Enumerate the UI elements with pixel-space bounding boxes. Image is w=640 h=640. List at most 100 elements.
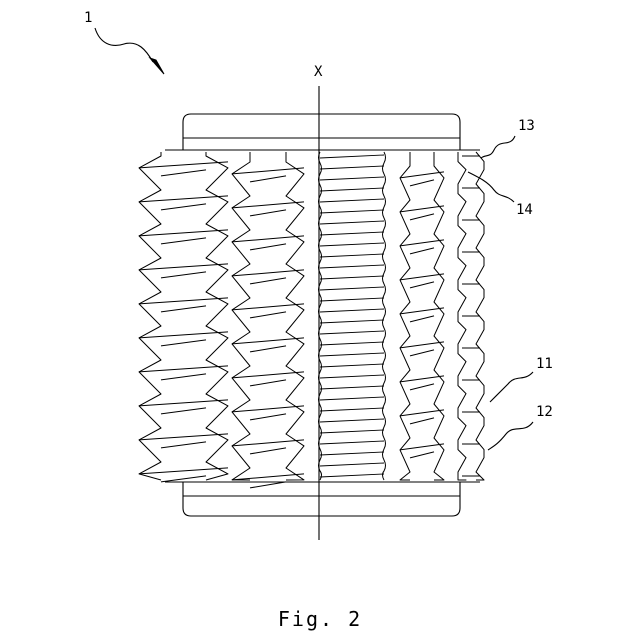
center-row-ridge-21 [320,386,384,389]
center-row-ridge-13 [320,298,384,301]
tooth-row-2-crest-7 [232,406,304,412]
center-row-ridge-27 [320,452,384,455]
reference-14: 14 [468,172,533,218]
axis-label: X [314,64,323,80]
tooth-row-2-right-edge [286,152,304,480]
center-row-ridge-3 [320,188,384,191]
tooth-row-2-crest-2 [232,236,304,242]
tooth-row-3-crest-7 [400,410,444,416]
tooth-row-1-flank-2 [161,238,206,244]
tooth-row-3-crest-2 [400,240,444,246]
tooth-row-1-flank-9 [161,476,206,482]
tooth-row-3-flank-4 [410,316,434,322]
tooth-row-1-flank-5 [161,340,206,346]
tooth-row-3-flank-6 [410,384,434,390]
tooth-row-1-flank-7 [161,408,206,414]
reference-1: 1 [84,10,164,74]
tooth-row-3-flank-3 [410,282,434,288]
tooth-row-2-crest-9 [232,474,304,480]
reference-label-13: 13 [518,118,535,134]
tooth-row-3-flank-1 [410,214,434,220]
tooth-row-2-flank-9 [250,482,286,488]
reference-12: 12 [488,404,553,450]
tooth-row-3-crest-3 [400,274,444,280]
center-row-ridge-16 [320,331,384,334]
tooth-row-1-right-edge [206,152,228,480]
reference-label-14: 14 [516,202,533,218]
center-row-ridge-17 [320,342,384,345]
tooth-row-1-flank-3 [161,272,206,278]
tooth-row-1-flank-1 [161,204,206,210]
arrow-head-icon [150,58,164,74]
center-row-ridge-22 [320,397,384,400]
tooth-row-1-crest-3 [139,264,228,270]
center-row-ridge-24 [320,419,384,422]
tooth-row-3-crest-0 [400,172,444,178]
center-row-ridge-10 [320,265,384,268]
center-row-ridge-7 [320,232,384,235]
center-row-ridge-0 [320,155,384,158]
tooth-row-2-crest-4 [232,304,304,310]
tooth-row-1-flank-8 [161,442,206,448]
tooth-row-1-crest-2 [139,230,228,236]
tooth-row-2-crest-6 [232,372,304,378]
center-row-ridge-28 [320,463,384,466]
tooth-row-3-flank-2 [410,248,434,254]
tooth-row-1-flank-6 [161,374,206,380]
tooth-row-2-flank-3 [250,278,286,284]
tooth-row-1-crest-5 [139,332,228,338]
center-row-ridge-4 [320,199,384,202]
tooth-row-2-flank-4 [250,312,286,318]
tooth-row-1-crest-6 [139,366,228,372]
center-row-ridge-6 [320,221,384,224]
tooth-row-1-crest-0 [139,162,228,168]
center-row-ridge-12 [320,287,384,290]
tooth-rows [139,152,484,488]
center-row-ridge-20 [320,375,384,378]
tooth-row-2-flank-6 [250,380,286,386]
tooth-row-3-flank-8 [410,452,434,458]
tooth-row-3-flank-7 [410,418,434,424]
tooth-row-3-left-edge [400,152,410,480]
tooth-row-1-crest-7 [139,400,228,406]
tooth-row-2-flank-2 [250,244,286,250]
tooth-row-2-crest-5 [232,338,304,344]
tooth-row-1-flank-0 [161,170,206,176]
tooth-row-2-left-edge [232,152,250,480]
tooth-row-1-flank-4 [161,306,206,312]
bottom-hub [183,482,460,516]
tooth-row-2-crest-0 [232,168,304,174]
top-hub [183,114,460,150]
figure-caption: Fig. 2 [278,607,362,631]
tooth-row-3-crest-4 [400,308,444,314]
center-row-ridge-8 [320,243,384,246]
reference-label-11: 11 [536,356,553,372]
center-row-ridge-5 [320,210,384,213]
tooth-row-2-crest-3 [232,270,304,276]
reference-label-1: 1 [84,10,92,26]
tooth-row-2-flank-0 [250,176,286,182]
center-row-ridge-26 [320,441,384,444]
tooth-row-3-crest-8 [400,444,444,450]
tooth-row-3-right-edge [434,152,444,480]
tooth-row-3-crest-1 [400,206,444,212]
tooth-row-3-flank-5 [410,350,434,356]
center-row-ridge-11 [320,276,384,279]
tooth-row-2-flank-7 [250,414,286,420]
center-row-ridge-19 [320,364,384,367]
center-row-ridge-15 [320,320,384,323]
center-row-right-edge [383,152,386,480]
tooth-row-1-crest-4 [139,298,228,304]
tooth-row-1-crest-9 [139,468,228,474]
reference-label-12: 12 [536,404,553,420]
tooth-row-2-flank-1 [250,210,286,216]
tooth-row-1-crest-8 [139,434,228,440]
tooth-row-3-flank-0 [410,180,434,186]
tooth-row-3-crest-5 [400,342,444,348]
center-row-ridge-25 [320,430,384,433]
reference-13: 13 [481,118,535,158]
center-row-ridge-9 [320,254,384,257]
tooth-row-2-crest-1 [232,202,304,208]
tooth-row-2-crest-8 [232,440,304,446]
